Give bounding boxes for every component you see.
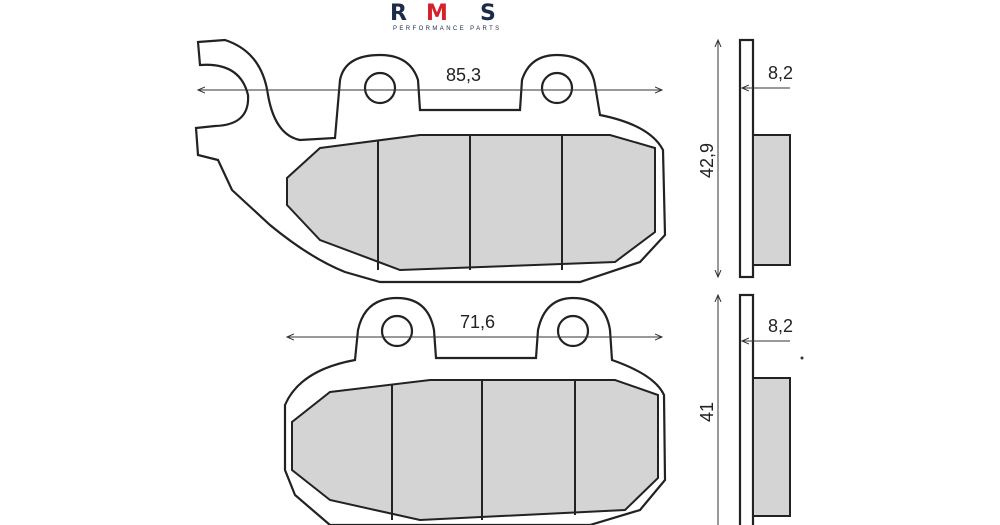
svg-text:M: M: [426, 1, 448, 26]
svg-text:PERFORMANCE PARTS: PERFORMANCE PARTS: [393, 26, 502, 32]
bottom-side-view: [738, 293, 791, 525]
top-thickness-label: 8,2: [768, 63, 793, 83]
top-side-view: [738, 38, 791, 279]
top-brake-pad: [194, 38, 667, 284]
bottom-height-label: 41: [697, 402, 717, 422]
bottom-thickness-label: 8,2: [768, 316, 793, 336]
bottom-brake-pad: [283, 296, 667, 525]
svg-text:R: R: [390, 1, 407, 26]
rms-logo: R M S PERFORMANCE PARTS: [390, 1, 502, 32]
top-height-label: 42,9: [697, 143, 717, 178]
bottom-width-label: 71,6: [460, 312, 495, 332]
svg-text:S: S: [480, 1, 496, 26]
top-width-label: 85,3: [446, 65, 481, 85]
